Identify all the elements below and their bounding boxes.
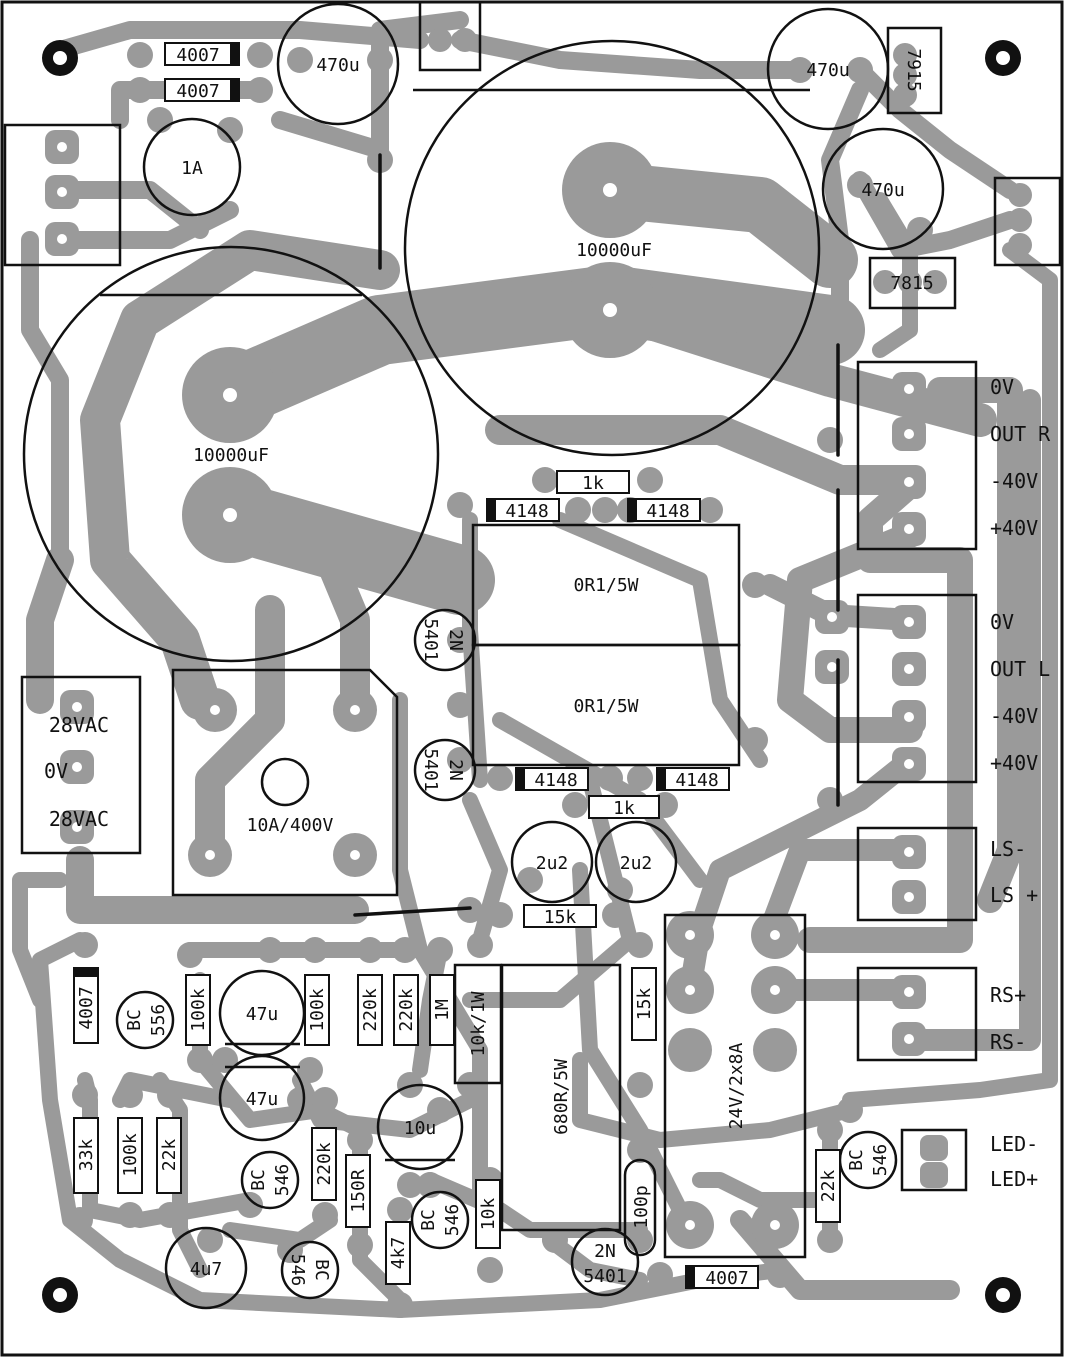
- silkscreen-labels: 470u 470u 470u 10000uF 10000uF 2u2 2u2 4…: [44, 45, 1051, 1289]
- transistor-label: BC: [418, 1209, 439, 1231]
- diode-label: 4007: [176, 81, 219, 102]
- relay-connector-label: RS+: [990, 983, 1026, 1007]
- connector-left-label: +40V: [990, 751, 1038, 775]
- led-connector-label: LED+: [990, 1167, 1038, 1191]
- power-resistor-label: 0R1/5W: [573, 696, 638, 717]
- transistor-label: 546: [870, 1144, 891, 1177]
- speaker-connector-label: LS-: [990, 837, 1026, 861]
- resistor-label: 100k: [120, 1133, 141, 1177]
- power-resistor-label: 0R1/5W: [573, 575, 638, 596]
- transistor-label: BC: [846, 1149, 867, 1171]
- resistor-label: 220k: [360, 988, 381, 1032]
- resistor-label: 1k: [613, 798, 635, 819]
- cap-100p-label: 100p: [631, 1185, 652, 1228]
- resistor-label: 220k: [314, 1142, 335, 1186]
- jumper-wires: [353, 153, 840, 917]
- ac-input-label: 0V: [44, 759, 68, 783]
- resistor-label: 33k: [76, 1139, 97, 1172]
- connector-left-label: 0V: [990, 610, 1014, 634]
- resistor-label: 220k: [396, 988, 417, 1032]
- transistor-label: 5401: [583, 1266, 626, 1287]
- cap-4u7-label: 4u7: [190, 1259, 223, 1280]
- transistor-label: 546: [272, 1164, 293, 1197]
- transistor-label: BC: [248, 1169, 269, 1191]
- led-connector-label: LED-: [990, 1132, 1038, 1156]
- cap-10000uf-label: 10000uF: [193, 445, 269, 466]
- mounting-holes: [42, 40, 1021, 1313]
- cap-2u2-label: 2u2: [536, 853, 569, 874]
- ac-input-label: 28VAC: [49, 807, 109, 831]
- transistor-label: 5401: [420, 618, 441, 661]
- transformer-label: 24V/2x8A: [726, 1042, 747, 1129]
- cap-470u-label: 470u: [861, 180, 904, 201]
- diode-label: 4148: [534, 770, 577, 791]
- transistor-label: BC: [124, 1009, 145, 1031]
- resistor-label: 15k: [544, 907, 577, 928]
- diode-label: 4148: [505, 501, 548, 522]
- transistor-label: 2N: [594, 1241, 616, 1262]
- resistor-label: 4k7: [388, 1237, 409, 1270]
- resistor-label: 22k: [818, 1170, 839, 1203]
- speaker-connector-label: LS +: [990, 883, 1038, 907]
- resistor-label: 15k: [634, 988, 655, 1021]
- transistor-label: 546: [287, 1254, 308, 1287]
- resistor-label: 1M: [432, 999, 453, 1021]
- cap-10u-label: 10u: [404, 1118, 437, 1139]
- diode-label: 4007: [76, 986, 97, 1029]
- power-resistor-label: 680R/5W: [551, 1059, 572, 1135]
- cap-2u2-label: 2u2: [620, 853, 653, 874]
- diode-label: 4007: [705, 1268, 748, 1289]
- resistor-label: 1k: [582, 473, 604, 494]
- fuse-label: 1A: [181, 158, 203, 179]
- relay-connector-label: RS-: [990, 1030, 1026, 1054]
- resistor-label: 100k: [307, 988, 328, 1032]
- transistor-label: 546: [442, 1204, 463, 1237]
- diode-label: 4148: [646, 501, 689, 522]
- regulator-7815-label: 7815: [890, 273, 933, 294]
- ac-input-label: 28VAC: [49, 713, 109, 737]
- diode-label: 4148: [675, 770, 718, 791]
- resistor-label: 22k: [159, 1139, 180, 1172]
- connector-right-label: 0V: [990, 375, 1014, 399]
- cap-10000uf-label: 10000uF: [576, 240, 652, 261]
- resistor-label: 100k: [188, 988, 209, 1032]
- power-resistor-label: 10k/1W: [468, 991, 489, 1056]
- cap-47u-label: 47u: [246, 1089, 279, 1110]
- connector-left-label: -40V: [990, 704, 1038, 728]
- regulator-7915-label: 7915: [903, 48, 924, 91]
- bridge-rectifier-label: 10A/400V: [247, 815, 334, 836]
- connector-right-label: -40V: [990, 469, 1038, 493]
- connector-right-label: OUT R: [990, 422, 1051, 446]
- transistor-label: 556: [148, 1004, 169, 1037]
- cap-470u-label: 470u: [806, 60, 849, 81]
- transistor-label: BC: [311, 1259, 332, 1281]
- transistor-label: 2N: [445, 759, 466, 781]
- transistor-label: 5401: [420, 748, 441, 791]
- cap-47u-label: 47u: [246, 1004, 279, 1025]
- transistor-label: 2N: [445, 629, 466, 651]
- diode-label: 4007: [176, 45, 219, 66]
- resistor-label: 10k: [478, 1198, 499, 1231]
- connector-left-label: OUT L: [990, 657, 1050, 681]
- connector-right-label: +40V: [990, 516, 1038, 540]
- cap-470u-label: 470u: [316, 55, 359, 76]
- resistor-label: 150R: [348, 1169, 369, 1213]
- component-outlines: [3, 0, 1062, 1310]
